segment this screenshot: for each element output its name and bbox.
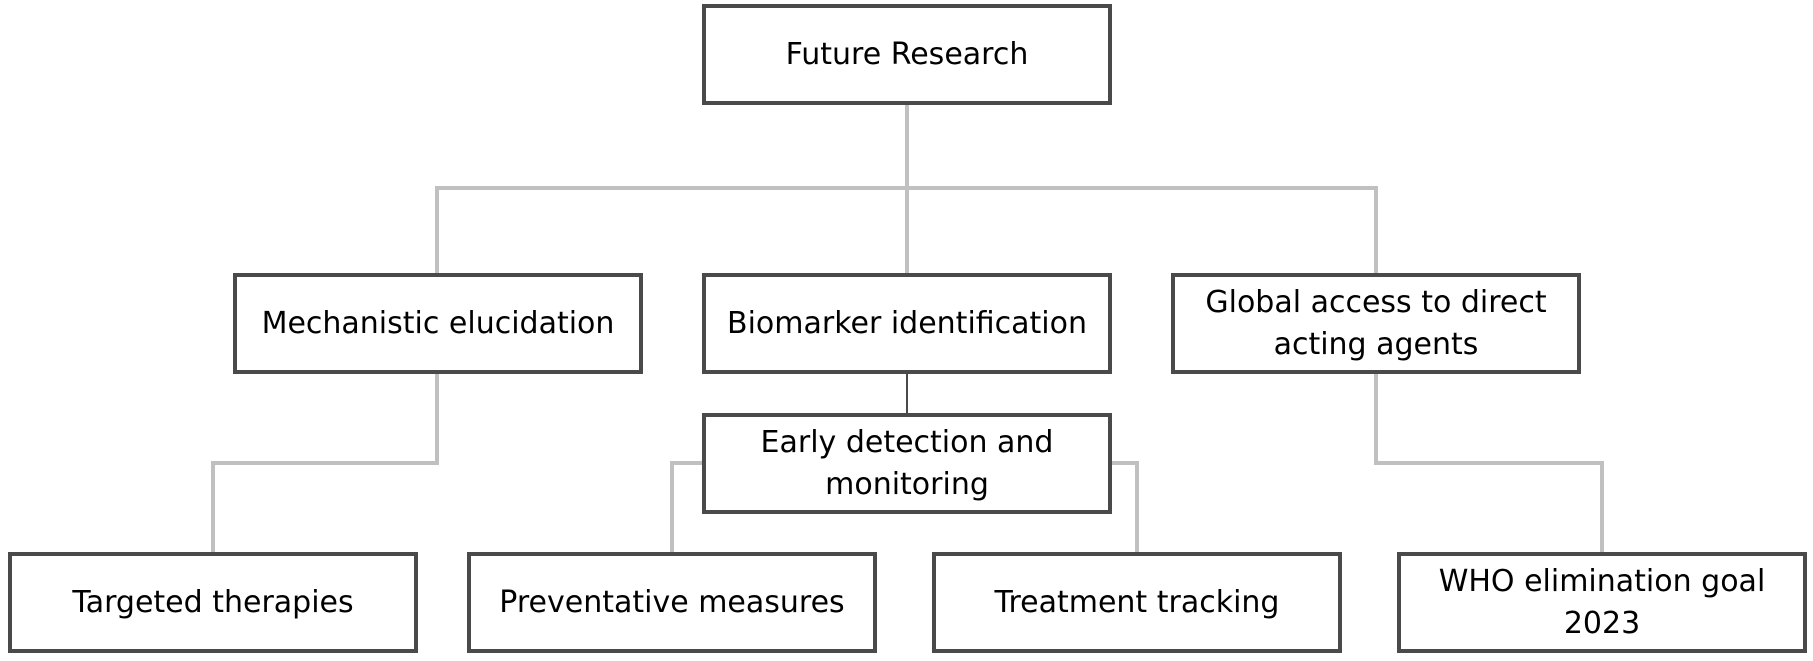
node-preventative-measures: Preventative measures — [467, 552, 877, 653]
node-early-detection: Early detection and monitoring — [702, 413, 1112, 514]
node-label: Mechanistic elucidation — [261, 305, 615, 341]
node-who-elimination-goal: WHO elimination goal 2023 — [1397, 552, 1807, 653]
connector-early-to-preventative — [670, 461, 702, 552]
connector-early-to-treatment — [1112, 461, 1139, 552]
node-label: Biomarker identification — [726, 305, 1088, 341]
node-targeted-therapies: Targeted therapies — [8, 552, 418, 653]
node-future-research: Future Research — [702, 4, 1112, 105]
node-biomarker-identification: Biomarker identification — [702, 273, 1112, 374]
node-label: Treatment tracking — [994, 584, 1280, 620]
node-label: Early detection and monitoring — [760, 424, 1054, 502]
node-mechanistic-elucidation: Mechanistic elucidation — [233, 273, 643, 374]
node-label: Targeted therapies — [72, 584, 354, 620]
node-global-access: Global access to direct acting agents — [1171, 273, 1581, 374]
node-treatment-tracking: Treatment tracking — [932, 552, 1342, 653]
node-label: Global access to direct acting agents — [1205, 284, 1547, 362]
connector-global-to-who — [1374, 374, 1604, 552]
node-label: Future Research — [785, 36, 1029, 72]
node-label: WHO elimination goal 2023 — [1438, 563, 1766, 641]
connector-mech-to-targeted — [211, 374, 439, 552]
node-label: Preventative measures — [499, 584, 845, 620]
